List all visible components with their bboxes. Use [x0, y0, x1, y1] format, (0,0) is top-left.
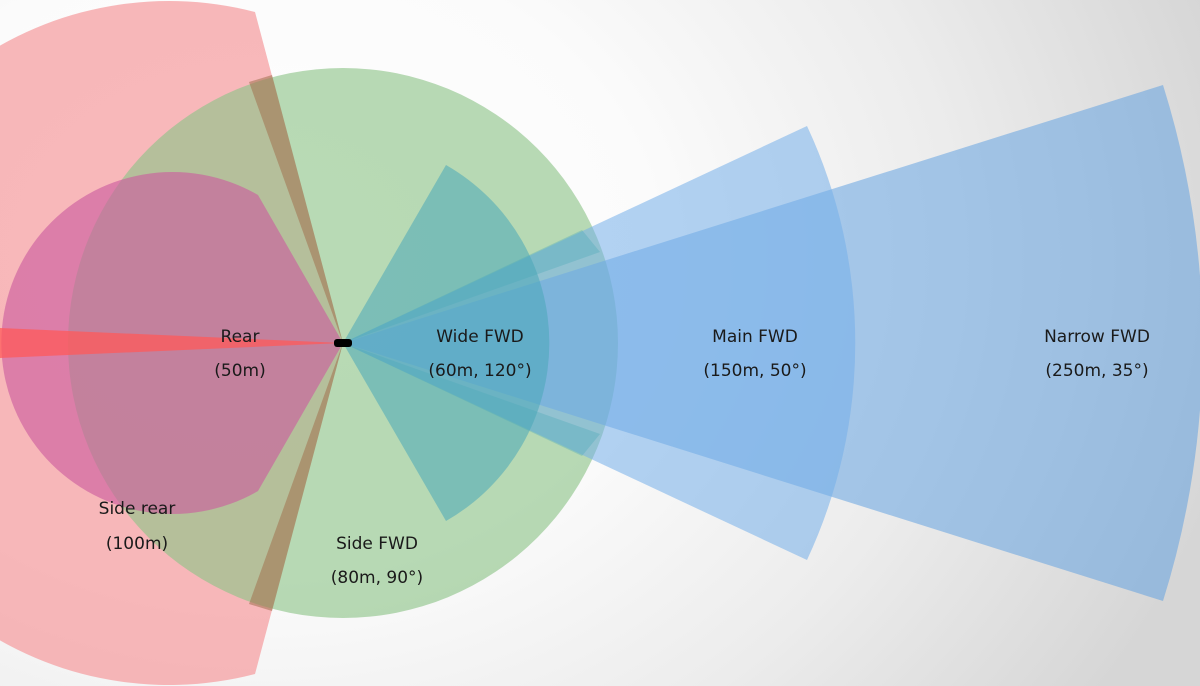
narrow-fwd-label: Narrow FWD — [1044, 327, 1150, 347]
overlap-sliver-top — [249, 75, 343, 343]
rear-strip — [0, 328, 343, 358]
side-rear-detail: (100m) — [106, 534, 168, 554]
side-rear-label: Side rear — [99, 499, 176, 519]
wide-fwd-detail: (60m, 120°) — [428, 361, 531, 381]
wide-fwd-overlap-top — [343, 230, 600, 343]
main-fwd-detail: (150m, 50°) — [703, 361, 806, 381]
wide-fwd-sector — [343, 165, 550, 521]
wide-fwd-label: Wide FWD — [436, 327, 524, 347]
vehicle-marker — [334, 339, 352, 347]
narrow-fwd-detail: (250m, 35°) — [1045, 361, 1148, 381]
main-fwd-sector — [343, 126, 856, 560]
side-fwd-detail: (80m, 90°) — [331, 568, 423, 588]
wide-fwd-overlap-bottom — [343, 343, 600, 456]
rear-label: Rear — [221, 327, 260, 347]
overlap-sliver-bottom — [249, 343, 343, 611]
side-fwd-label: Side FWD — [336, 534, 418, 554]
rear-detail: (50m) — [214, 361, 265, 381]
main-fwd-label: Main FWD — [712, 327, 798, 347]
